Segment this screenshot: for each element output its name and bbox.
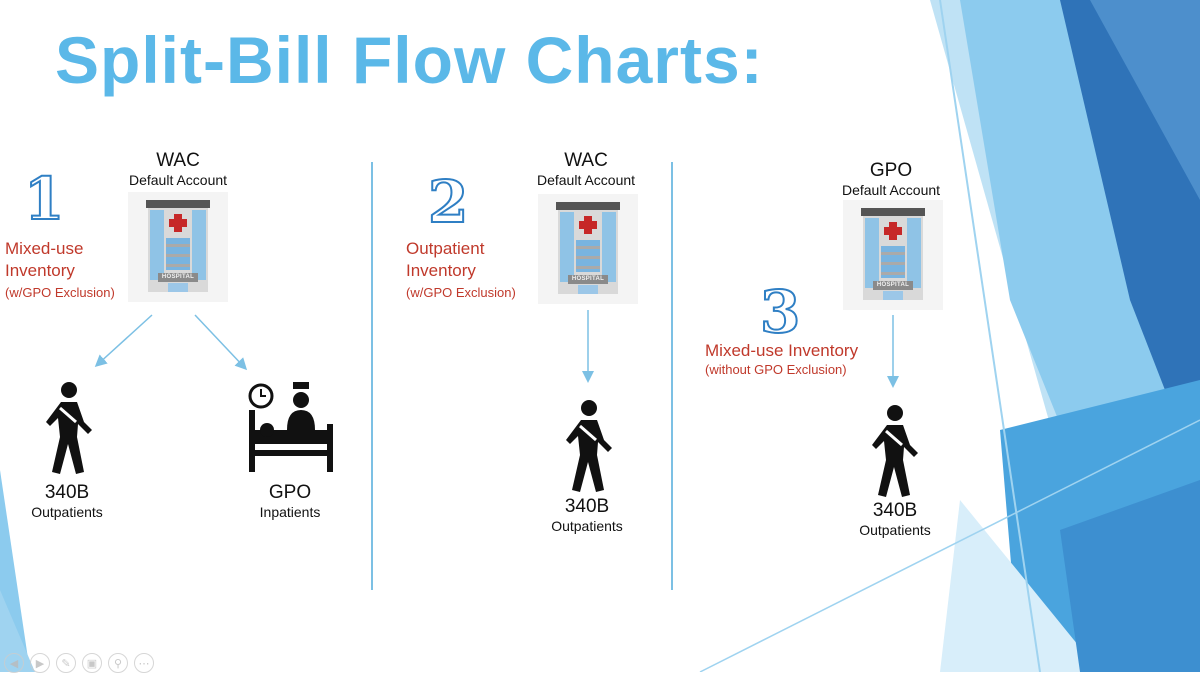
hospital-icon: HOSPITAL — [538, 194, 638, 304]
target-account: GPO — [268, 482, 312, 503]
pen-icon[interactable]: ✎ — [56, 653, 76, 673]
next-icon[interactable]: ▶ — [30, 653, 50, 673]
target-label: Outpatients — [859, 522, 931, 538]
slides-icon[interactable]: ▣ — [82, 653, 102, 673]
exclusion-note: (w/GPO Exclusion) — [5, 285, 115, 300]
target-account: 340B — [564, 496, 610, 517]
zoom-icon[interactable]: ⚲ — [108, 653, 128, 673]
walking-patient-icon — [870, 405, 920, 497]
target-account: 340B — [872, 500, 918, 521]
account-name: WAC — [156, 150, 200, 171]
inventory-type-3: Mixed-use Inventory (without GPO Exclusi… — [705, 340, 858, 378]
previous-icon[interactable]: ◀ — [4, 653, 24, 673]
inventory-line: Mixed-use — [5, 239, 84, 258]
hospital-sign: HOSPITAL — [158, 273, 198, 282]
inventory-type-1: Mixed-use Inventory (w/GPO Exclusion) — [5, 238, 115, 304]
account-name: GPO — [869, 160, 913, 181]
exclusion-note: (w/GPO Exclusion) — [406, 285, 516, 300]
account-name: WAC — [564, 150, 608, 171]
inventory-line: Inventory — [406, 261, 476, 280]
hospital-icon: HOSPITAL — [843, 200, 943, 310]
hospital-building-graphic — [843, 200, 943, 310]
slide-title: Split-Bill Flow Charts: — [55, 23, 764, 97]
step-number-1: 1 — [23, 164, 65, 234]
hospital-bed-icon — [248, 382, 333, 472]
hospital-building-graphic — [538, 194, 638, 304]
divider — [371, 162, 373, 590]
account-subtitle: Default Account — [536, 172, 636, 188]
account-subtitle: Default Account — [128, 172, 228, 188]
target-account: 340B — [44, 482, 90, 503]
more-icon[interactable]: ⋯ — [134, 653, 154, 673]
slideshow-controls: ◀ ▶ ✎ ▣ ⚲ ⋯ — [4, 653, 154, 673]
hospital-sign: HOSPITAL — [873, 281, 913, 290]
divider — [671, 162, 673, 590]
inventory-type-2: Outpatient Inventory (w/GPO Exclusion) — [406, 238, 516, 304]
target-label: Inpatients — [259, 504, 321, 520]
target-label: Outpatients — [551, 518, 623, 534]
account-subtitle: Default Account — [841, 182, 941, 198]
step-number-3: 3 — [759, 277, 801, 347]
walking-patient-icon — [564, 400, 614, 492]
inventory-line: Mixed-use Inventory — [705, 341, 859, 360]
hospital-icon: HOSPITAL — [128, 192, 228, 302]
target-label: Outpatients — [31, 504, 103, 520]
inventory-line: Inventory — [5, 261, 75, 280]
walking-patient-icon — [44, 382, 94, 474]
hospital-sign: HOSPITAL — [568, 275, 608, 284]
step-number-2: 2 — [427, 167, 469, 237]
inventory-line: Outpatient — [406, 239, 485, 258]
exclusion-note: (without GPO Exclusion) — [705, 362, 847, 377]
